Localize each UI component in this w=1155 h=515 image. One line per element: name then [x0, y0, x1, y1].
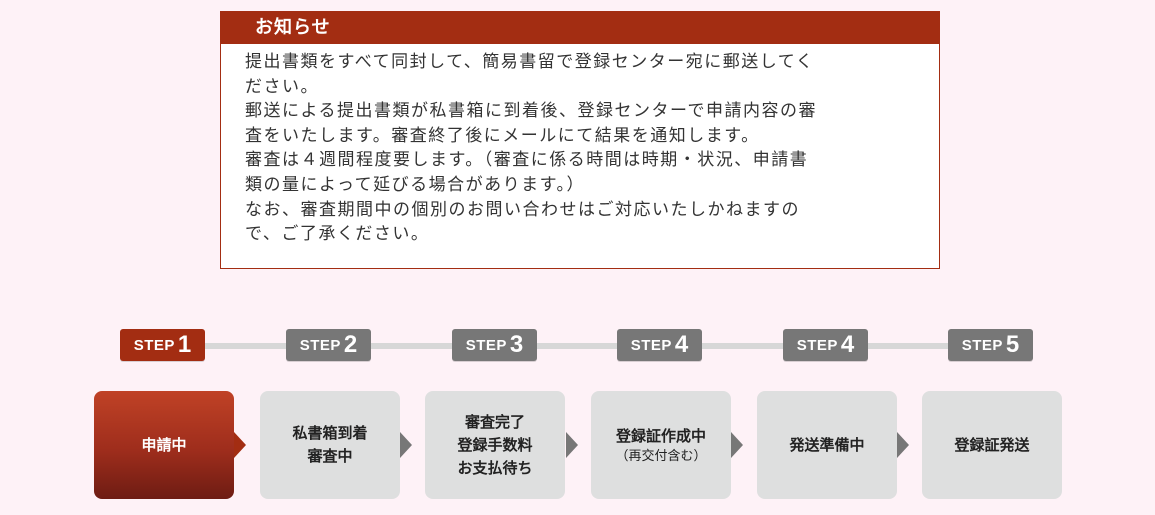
- notice-title: お知らせ: [221, 12, 939, 44]
- notice-line: なお、審査期間中の個別のお問い合わせはご対応いたしかねますの: [245, 199, 800, 220]
- step-card-2: 私書箱到着 審査中: [260, 391, 400, 499]
- notice-line: 郵送による提出書類が私書箱に到着後、登録センターで申請内容の審: [245, 101, 817, 122]
- step-label: 審査完了: [464, 412, 525, 431]
- arrow-right-icon: [897, 432, 909, 458]
- step-card-4: 登録証作成中 （再交付含む）: [591, 391, 731, 499]
- notice-body: 提出書類をすべて同封して、簡易書留で登録センター宛に郵送してく ださい。 郵送に…: [221, 44, 939, 247]
- step-word: STEP: [961, 336, 1003, 354]
- step-card-3: 審査完了 登録手数料 お支払待ち: [425, 391, 565, 499]
- step-number: 3: [509, 331, 524, 358]
- step-label: 登録証発送: [954, 435, 1030, 454]
- step-sublabel: （再交付含む）: [615, 448, 707, 464]
- step-word: STEP: [133, 336, 175, 354]
- step-number: 2: [343, 331, 358, 358]
- step-label: 審査中: [307, 447, 353, 465]
- notice-line: 類の量によって延びる場合があります。）: [245, 174, 585, 195]
- step-label: 申請中: [141, 435, 187, 454]
- notice-line: 審査は４週間程度要します。（審査に係る時間は時期・状況、申請書: [245, 150, 809, 171]
- step-number: 4: [840, 331, 855, 358]
- step-word: STEP: [465, 336, 507, 354]
- step-word: STEP: [796, 336, 838, 354]
- notice-line: 査をいたします。審査終了後にメールにて結果を通知します。: [245, 125, 760, 146]
- step-label: 登録手数料: [457, 435, 533, 454]
- notice-line: で、ご了承ください。: [245, 224, 430, 245]
- notice-box: お知らせ 提出書類をすべて同封して、簡易書留で登録センター宛に郵送してく ださい…: [220, 11, 940, 269]
- step-word: STEP: [299, 336, 341, 354]
- step-label: 登録証作成中: [615, 426, 706, 445]
- step-card-6: 登録証発送: [922, 391, 1062, 499]
- step-word: STEP: [630, 336, 672, 354]
- step-label: お支払待ち: [457, 458, 533, 477]
- step-card-5: 発送準備中: [757, 391, 897, 499]
- step-number: 1: [177, 331, 192, 358]
- step-label: 私書箱到着: [292, 424, 368, 442]
- arrow-right-icon: [731, 432, 743, 458]
- step-number: 4: [674, 331, 689, 358]
- step-number: 5: [1005, 331, 1020, 358]
- step-card-1: 申請中: [94, 391, 234, 499]
- notice-line: 提出書類をすべて同封して、簡易書留で登録センター宛に郵送してく: [245, 52, 815, 72]
- progress-track: [160, 343, 990, 349]
- arrow-right-icon: [566, 432, 578, 458]
- arrow-right-icon: [234, 432, 246, 458]
- notice-line: ださい。: [245, 76, 319, 97]
- arrow-right-icon: [400, 432, 412, 458]
- step-label: 発送準備中: [789, 435, 865, 454]
